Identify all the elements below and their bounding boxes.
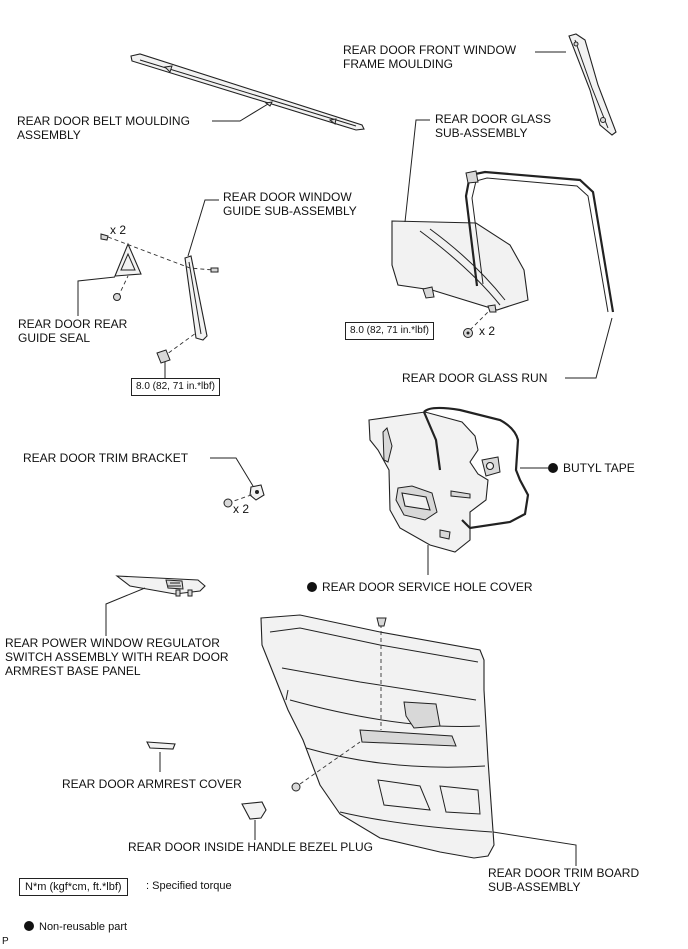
trim-board-label: REAR DOOR TRIM BOARD SUB-ASSEMBLY <box>488 866 640 894</box>
glass-bolt-quantity: x 2 <box>479 324 496 338</box>
power-window-switch-part <box>115 575 206 597</box>
non-reusable-mark-icon <box>307 582 317 592</box>
guide-screw-quantity: x 2 <box>110 223 127 237</box>
armrest-cover-label: REAR DOOR ARMREST COVER <box>62 777 242 791</box>
door-glass-label: REAR DOOR GLASS SUB-ASSEMBLY <box>435 112 552 140</box>
trim-bracket-part <box>223 484 265 508</box>
handle-bezel-plug-part <box>241 801 267 820</box>
guide-bolt-torque-box: 8.0 (82, 71 in.*lbf) <box>131 378 220 396</box>
non-reusable-mark-icon <box>548 463 558 473</box>
service-hole-cover-text: REAR DOOR SERVICE HOLE COVER <box>322 580 533 594</box>
glass-bolt-torque-box: 8.0 (82, 71 in.*lbf) <box>345 322 434 340</box>
rear-guide-seal-part <box>100 233 219 301</box>
rear-guide-seal-label: REAR DOOR REAR GUIDE SEAL <box>18 317 128 345</box>
butyl-tape-label: BUTYL TAPE <box>548 461 635 475</box>
glass-run-label: REAR DOOR GLASS RUN <box>402 371 548 385</box>
legend-torque-box: N*m (kgf*cm, ft.*lbf) <box>19 878 128 896</box>
corner-mark: P <box>2 936 9 947</box>
glass-run-part <box>464 170 615 313</box>
legend-non-reusable: Non-reusable part <box>24 920 127 934</box>
window-guide-label: REAR DOOR WINDOW GUIDE SUB-ASSEMBLY <box>223 190 357 218</box>
armrest-cover-part <box>146 741 176 750</box>
handle-bezel-plug-label: REAR DOOR INSIDE HANDLE BEZEL PLUG <box>128 840 373 854</box>
trim-bracket-label: REAR DOOR TRIM BRACKET <box>23 451 189 465</box>
legend-non-reusable-text: Non-reusable part <box>39 921 128 933</box>
front-window-frame-moulding-part <box>568 33 617 136</box>
trim-board-part <box>260 614 495 859</box>
butyl-tape-part <box>422 406 530 530</box>
glass-bolt <box>463 309 491 338</box>
butyl-tape-text: BUTYL TAPE <box>563 461 635 475</box>
guide-bolt <box>156 332 197 364</box>
non-reusable-mark-icon <box>24 921 34 931</box>
bracket-screw-quantity: x 2 <box>233 502 250 516</box>
service-hole-cover-label: REAR DOOR SERVICE HOLE COVER <box>307 580 533 594</box>
power-window-switch-label: REAR POWER WINDOW REGULATOR SWITCH ASSEM… <box>5 636 229 678</box>
legend-torque-description: : Specified torque <box>146 880 232 892</box>
belt-moulding-part <box>130 53 365 131</box>
service-hole-cover-part <box>368 411 501 553</box>
window-guide-part <box>184 255 208 341</box>
front-window-frame-moulding-label: REAR DOOR FRONT WINDOW FRAME MOULDING <box>343 43 517 71</box>
belt-moulding-label: REAR DOOR BELT MOULDING ASSEMBLY <box>17 114 190 142</box>
door-glass-part <box>391 220 529 313</box>
